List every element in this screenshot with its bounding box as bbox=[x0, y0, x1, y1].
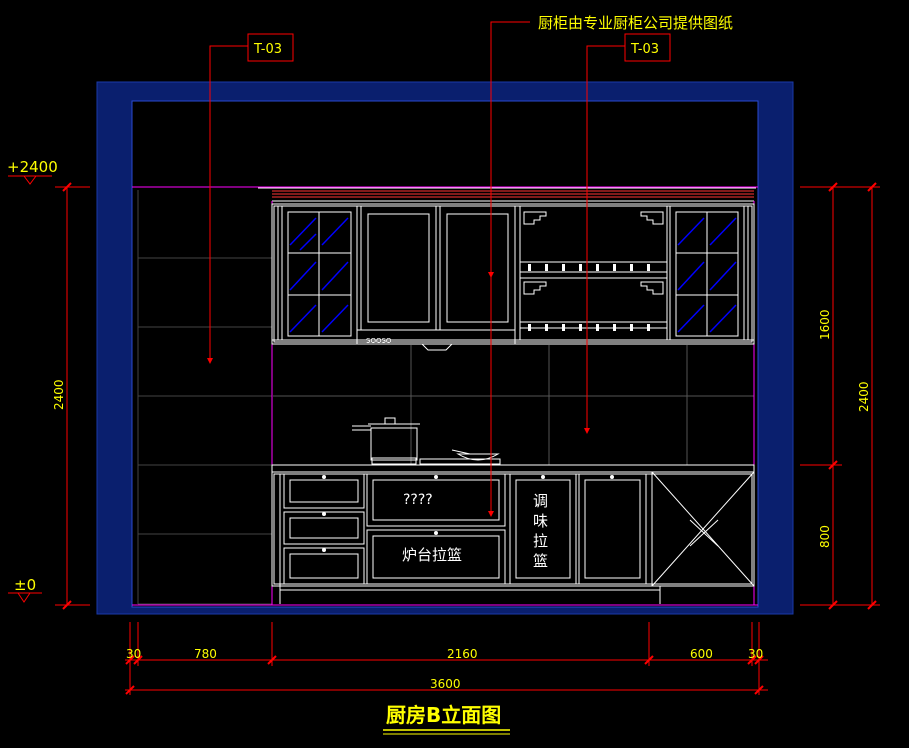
stove-basket-label: 炉台拉篮 bbox=[402, 546, 462, 564]
dim-bottom-30-left: 30 bbox=[126, 647, 141, 661]
tag-right-label: T-03 bbox=[630, 42, 659, 57]
spice-char-3: 拉 bbox=[533, 532, 548, 550]
dim-bottom-30-right: 30 bbox=[748, 647, 763, 661]
ceiling-lines bbox=[132, 186, 758, 202]
level-top-label: +2400 bbox=[7, 158, 58, 176]
dim-left-height: 2400 bbox=[52, 379, 66, 410]
spice-char-1: 调 bbox=[533, 492, 548, 510]
hood-brand-label: SOOSO bbox=[366, 337, 392, 345]
tag-left-label: T-03 bbox=[253, 42, 282, 57]
dim-right-upper: 1600 bbox=[818, 309, 832, 340]
tag-boxes bbox=[247, 33, 671, 62]
range-hood bbox=[420, 343, 454, 351]
cabinet-knobs bbox=[322, 475, 614, 552]
wall-frame bbox=[96, 81, 794, 615]
dim-bottom-780: 780 bbox=[194, 647, 217, 661]
drawing-title: 厨房B立面图 bbox=[386, 703, 501, 727]
shelf-ornaments bbox=[523, 211, 664, 295]
dim-bottom-2160: 2160 bbox=[447, 647, 478, 661]
dim-bottom-total: 3600 bbox=[430, 677, 461, 691]
spice-char-2: 味 bbox=[533, 512, 548, 530]
upper-cabinets bbox=[271, 203, 755, 345]
base-cabinets bbox=[271, 471, 755, 604]
leader-arrows bbox=[207, 272, 590, 517]
dim-bottom-600: 600 bbox=[690, 647, 713, 661]
wok bbox=[419, 449, 501, 465]
glass-reflections bbox=[289, 217, 737, 333]
level-bottom-label: ±0 bbox=[14, 576, 36, 594]
dim-right-total: 2400 bbox=[857, 381, 871, 412]
spice-char-4: 篮 bbox=[533, 552, 548, 570]
drawer-top-label: ???? bbox=[403, 492, 433, 508]
left-tile-grid bbox=[137, 190, 272, 605]
dim-right-lower: 800 bbox=[818, 525, 832, 548]
level-markers bbox=[8, 175, 52, 603]
leader-lines bbox=[209, 21, 625, 515]
cooking-pot bbox=[352, 417, 420, 465]
note-label: 厨柜由专业厨柜公司提供图纸 bbox=[538, 14, 733, 32]
dimension-ticks bbox=[62, 182, 877, 695]
bottle-rack bbox=[528, 264, 650, 331]
